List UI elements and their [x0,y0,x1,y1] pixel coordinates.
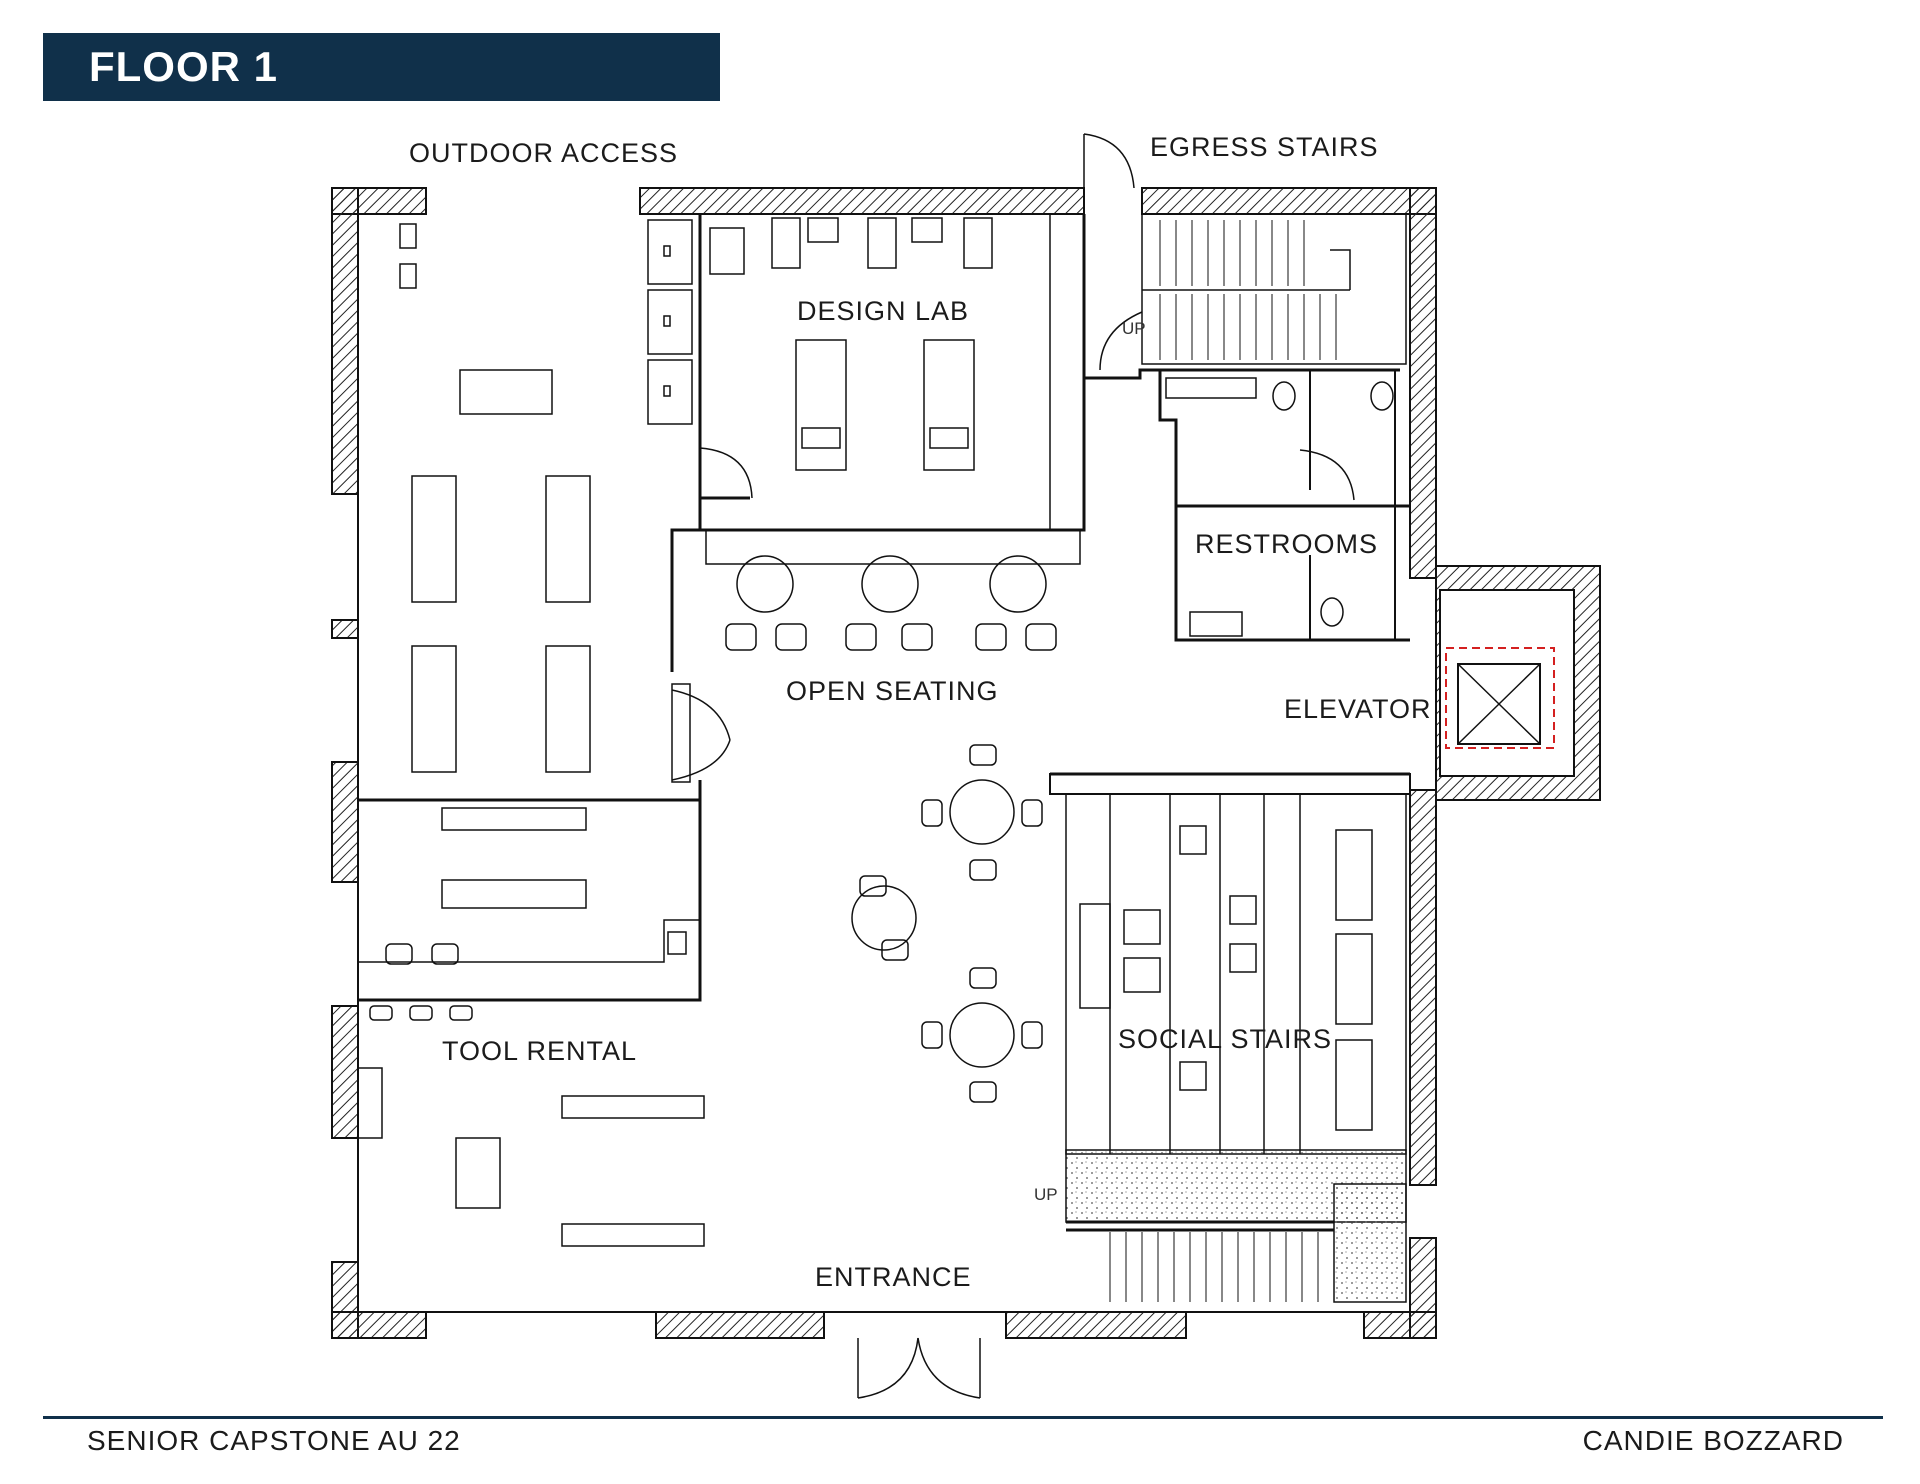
label-up-egress: UP [1122,319,1146,338]
footer-author: CANDIE BOZZARD [1582,1425,1844,1456]
label-tool-rental: TOOL RENTAL [442,1036,637,1066]
footer-project: SENIOR CAPSTONE AU 22 [87,1425,461,1456]
tool-rental-furniture [358,919,700,1021]
label-social-stairs: SOCIAL STAIRS [1118,1024,1332,1054]
restroom-fixtures [1165,377,1394,637]
interior-walls [358,214,1411,1002]
design-lab-furniture [647,217,993,499]
label-egress-stairs: EGRESS STAIRS [1150,132,1379,162]
label-open-seating: OPEN SEATING [786,676,999,706]
page-title: FLOOR 1 [89,43,279,90]
label-entrance: ENTRANCE [815,1262,972,1292]
room-labels: OUTDOOR ACCESS EGRESS STAIRS DESIGN LAB … [409,132,1432,1292]
label-restrooms: RESTROOMS [1195,529,1378,559]
social-stairs [1065,793,1407,1303]
label-up-social: UP [1034,1185,1058,1204]
exterior-walls [331,187,1601,1339]
open-seating-furniture [671,529,1081,1103]
label-outdoor-access: OUTDOOR ACCESS [409,138,678,168]
elevator-car [1445,647,1555,749]
footer-divider [43,1416,1883,1419]
title-banner: FLOOR 1 [43,33,720,101]
doors [671,689,981,1399]
study-area-furniture [357,223,705,1247]
label-elevator: ELEVATOR [1284,694,1432,724]
label-design-lab: DESIGN LAB [797,296,969,326]
egress-stairs [1083,133,1407,374]
